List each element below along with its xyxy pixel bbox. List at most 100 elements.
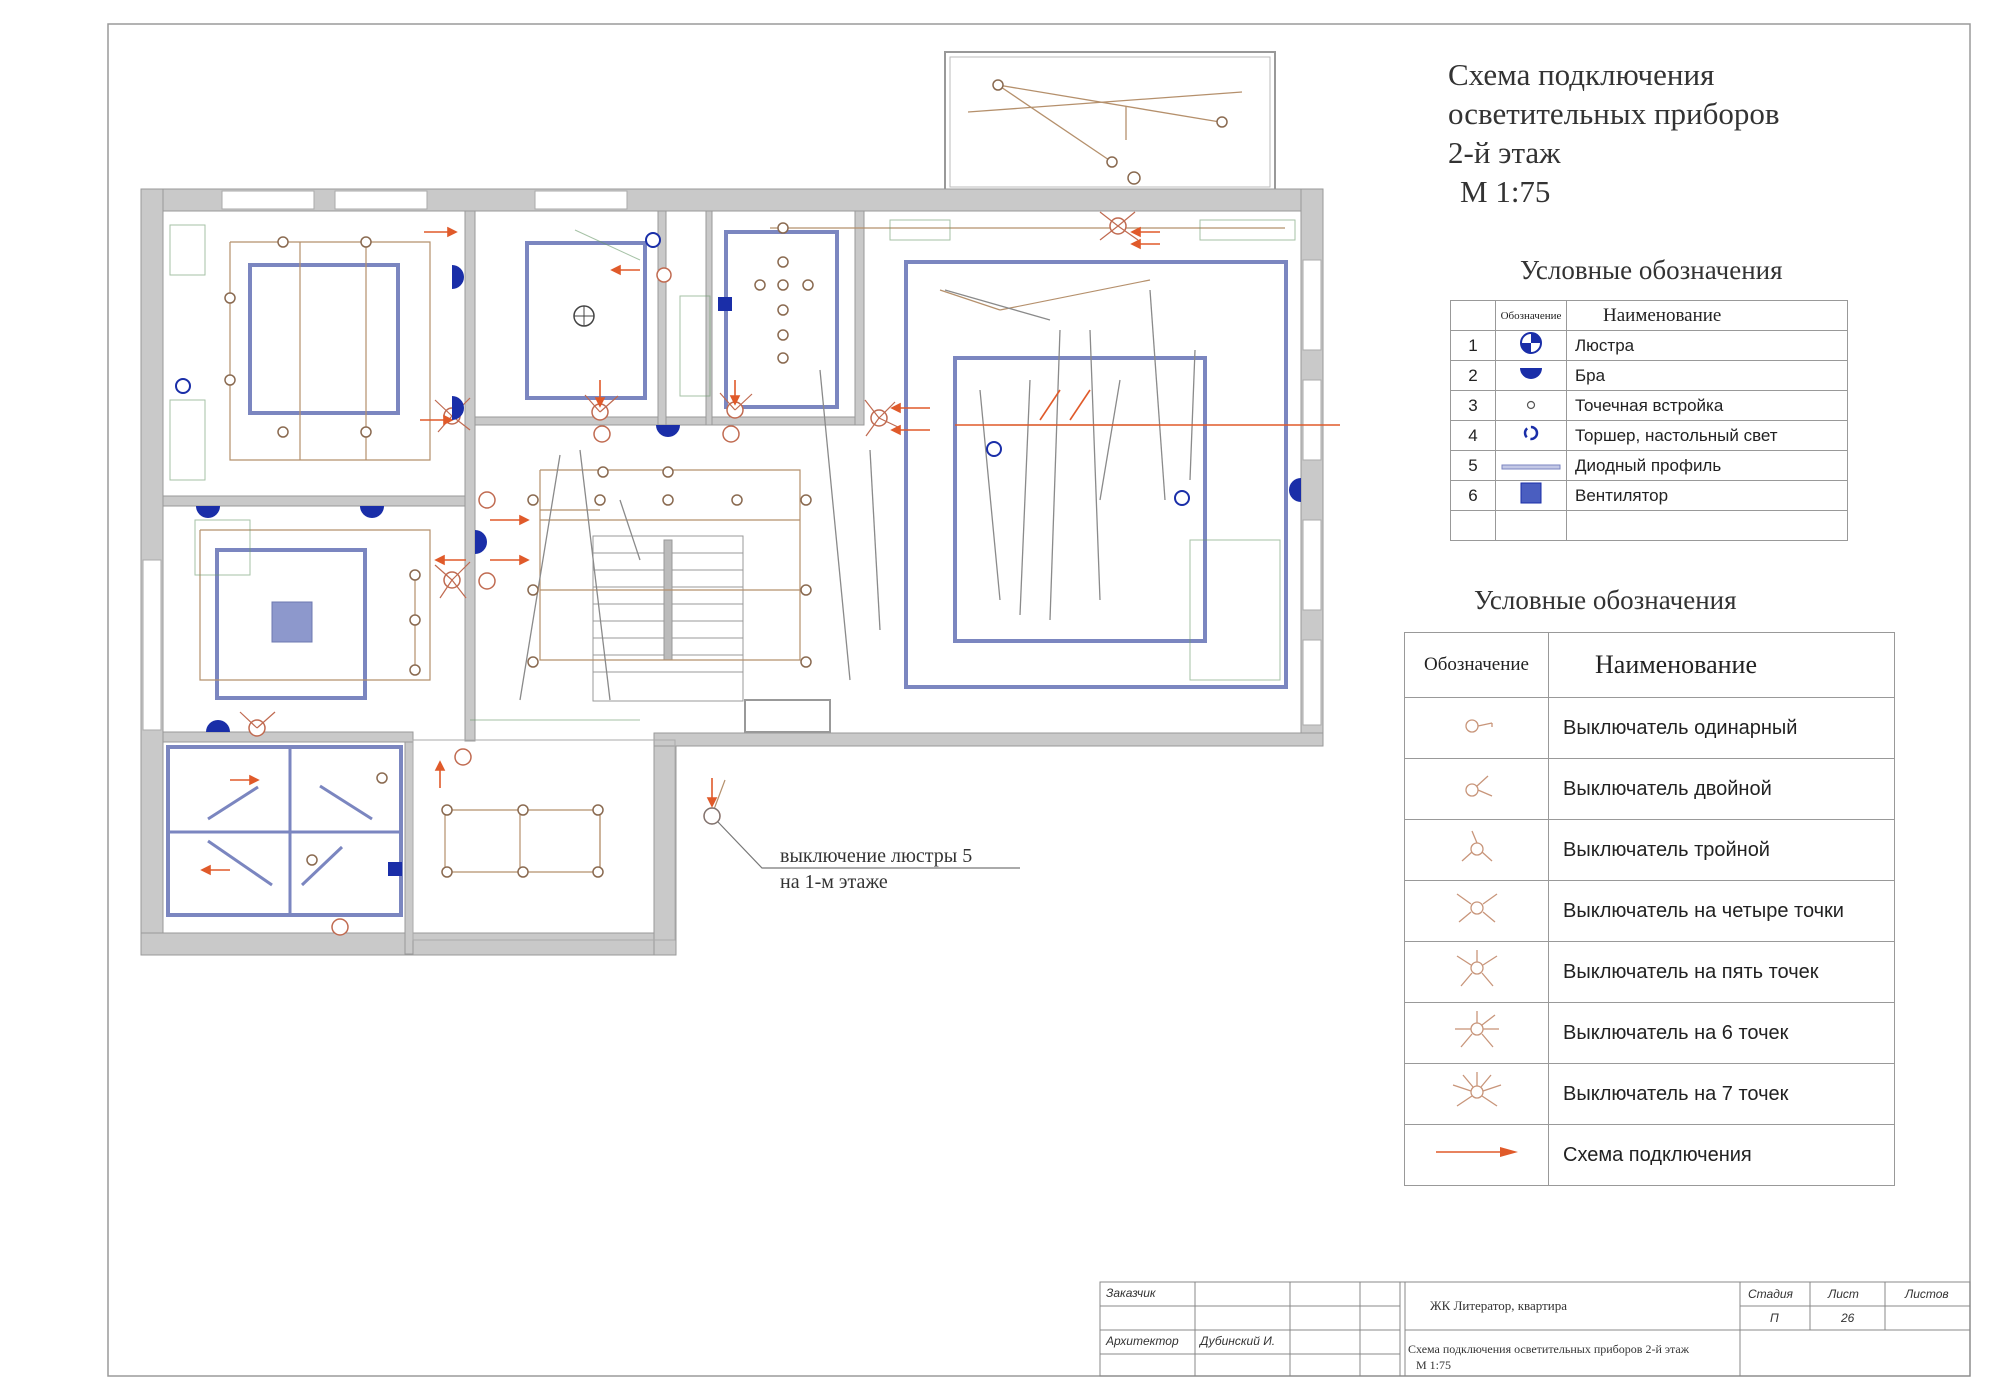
connection-arrows — [200, 226, 1160, 876]
floor-lamps — [175, 232, 1190, 506]
switch-symbol — [1127, 171, 1141, 185]
four-point-switch-icon — [1456, 893, 1497, 923]
switches — [248, 217, 1127, 936]
triple-switch-icon — [1461, 830, 1492, 862]
title-line: Схема подключения — [1448, 57, 1715, 92]
legend-header-row: Обозначение Наименование — [1404, 632, 1895, 698]
legend-label: Диодный профиль — [1566, 450, 1848, 481]
chandelier-icon — [573, 305, 595, 327]
spotlight — [992, 79, 1004, 91]
room-outline — [412, 739, 676, 941]
switches-legend-table: Обозначение Наименование Выключатель оди… — [1404, 632, 1895, 1186]
legend-num: 4 — [1450, 420, 1496, 451]
legend-label: Выключатель тройной — [1548, 819, 1895, 881]
legend-label: Люстра — [1566, 330, 1848, 361]
spotlight — [1106, 156, 1118, 168]
sheet-title: Схема подключения осветительных приборов… — [1408, 1342, 1690, 1356]
architect-label: Архитектор — [1106, 1334, 1179, 1348]
customer-label: Заказчик — [1106, 1286, 1156, 1300]
legend-row: Выключатель на четыре точки — [1404, 880, 1895, 942]
legend-row: 4 Торшер, настольный свет — [1450, 420, 1848, 451]
led-profile-icon — [1501, 464, 1561, 469]
legend-label: Торшер, настольный свет — [1566, 420, 1848, 451]
title-block — [1099, 1281, 1971, 1377]
staircase — [592, 535, 744, 702]
connection-arrow-icon — [1435, 1147, 1518, 1157]
fan-icon — [388, 862, 402, 876]
spotlight-icon — [1526, 400, 1536, 409]
sheet-scale: М 1:75 — [1416, 1358, 1452, 1372]
legend-row: Выключатель тройной — [1404, 819, 1895, 881]
legend-label: Бра — [1566, 360, 1848, 391]
legend-num: 2 — [1450, 360, 1496, 391]
architect-name: Дубинский И. — [1200, 1334, 1276, 1348]
legend-num: 1 — [1450, 330, 1496, 361]
sheet-value: 26 — [1841, 1311, 1855, 1325]
fixtures-legend-table: Обозначение Наименование 1 Люстра 2 Бра … — [1450, 300, 1848, 541]
fan-icon — [271, 601, 313, 643]
legend2-title: Условные обозначения — [1474, 585, 1737, 615]
legend-row: 5 Диодный профиль — [1450, 450, 1848, 481]
note-leader — [703, 807, 1020, 869]
stage-value: П — [1770, 1311, 1779, 1325]
legend-col-name: Наименование — [1548, 632, 1895, 698]
floor-lamp-icon — [1523, 425, 1539, 441]
led-profiles — [166, 230, 1288, 917]
legend-row-empty — [1450, 510, 1848, 541]
fan-icon — [1520, 482, 1542, 504]
six-point-switch-icon — [1454, 1011, 1499, 1048]
sheet-frame — [107, 23, 1971, 1377]
legend-label: Выключатель двойной — [1548, 758, 1895, 820]
five-point-switch-icon — [1456, 950, 1497, 987]
legend-label: Выключатель одинарный — [1548, 697, 1895, 759]
sheets-label: Листов — [1905, 1287, 1949, 1301]
legend-col-symbol: Обозначение — [1404, 632, 1549, 698]
legend-row: 3 Точечная встройка — [1450, 390, 1848, 421]
legend-num: 3 — [1450, 390, 1496, 421]
spotlight — [1216, 116, 1228, 128]
legend-row: 2 Бра — [1450, 360, 1848, 391]
legend-label: Выключатель на четыре точки — [1548, 880, 1895, 942]
diagonal-profiles — [167, 747, 400, 915]
legend-label: Выключатель на 7 точек — [1548, 1063, 1895, 1125]
balcony-wiring — [967, 84, 1243, 163]
legend-row: 1 Люстра — [1450, 330, 1848, 361]
legend-row: Выключатель на пять точек — [1404, 941, 1895, 1003]
legend-label: Выключатель на пять точек — [1548, 941, 1895, 1003]
legend-row: 6 Вентилятор — [1450, 480, 1848, 511]
sconces — [196, 265, 1301, 732]
legend-header-row: Обозначение Наименование — [1450, 300, 1848, 331]
legend-col-symbol: Обозначение — [1495, 300, 1567, 331]
legend-label: Точечная встройка — [1566, 390, 1848, 421]
title-scale: М 1:75 — [1460, 174, 1551, 209]
sheet-label: Лист — [1828, 1287, 1859, 1301]
chandelier-icon — [1520, 332, 1542, 354]
spotlights — [224, 222, 814, 878]
fan-icon — [718, 297, 732, 311]
plan-note: выключение люстры 5 на 1-м этаже — [780, 843, 972, 895]
note-line: выключение люстры 5 — [780, 845, 973, 867]
stage-label: Стадия — [1748, 1287, 1793, 1301]
legend-row: Выключатель на 6 точек — [1404, 1002, 1895, 1064]
legend-num: 6 — [1450, 480, 1496, 511]
legend-label: Вентилятор — [1566, 480, 1848, 511]
title-line: 2-й этаж — [1448, 135, 1561, 170]
legend-label: Схема подключения — [1548, 1124, 1895, 1186]
double-switch-icon — [1464, 775, 1492, 797]
legend1-title: Условные обозначения — [1520, 255, 1783, 285]
sconce-icon — [1520, 368, 1542, 379]
seven-point-switch-icon — [1452, 1072, 1501, 1107]
note-line: на 1-м этаже — [780, 871, 888, 893]
legend-row: Выключатель на 7 точек — [1404, 1063, 1895, 1125]
project-name: ЖК Литератор, квартира — [1430, 1298, 1568, 1313]
legend-row: Выключатель двойной — [1404, 758, 1895, 820]
drawing-title: Схема подключения осветительных приборов… — [1448, 55, 1780, 211]
windows — [142, 190, 1322, 731]
legend-row: Схема подключения — [1404, 1124, 1895, 1186]
legend-col-name: Наименование — [1566, 300, 1848, 331]
legend-num: 5 — [1450, 450, 1496, 481]
title-line: осветительных приборов — [1448, 96, 1780, 131]
legend-row: Выключатель одинарный — [1404, 697, 1895, 759]
